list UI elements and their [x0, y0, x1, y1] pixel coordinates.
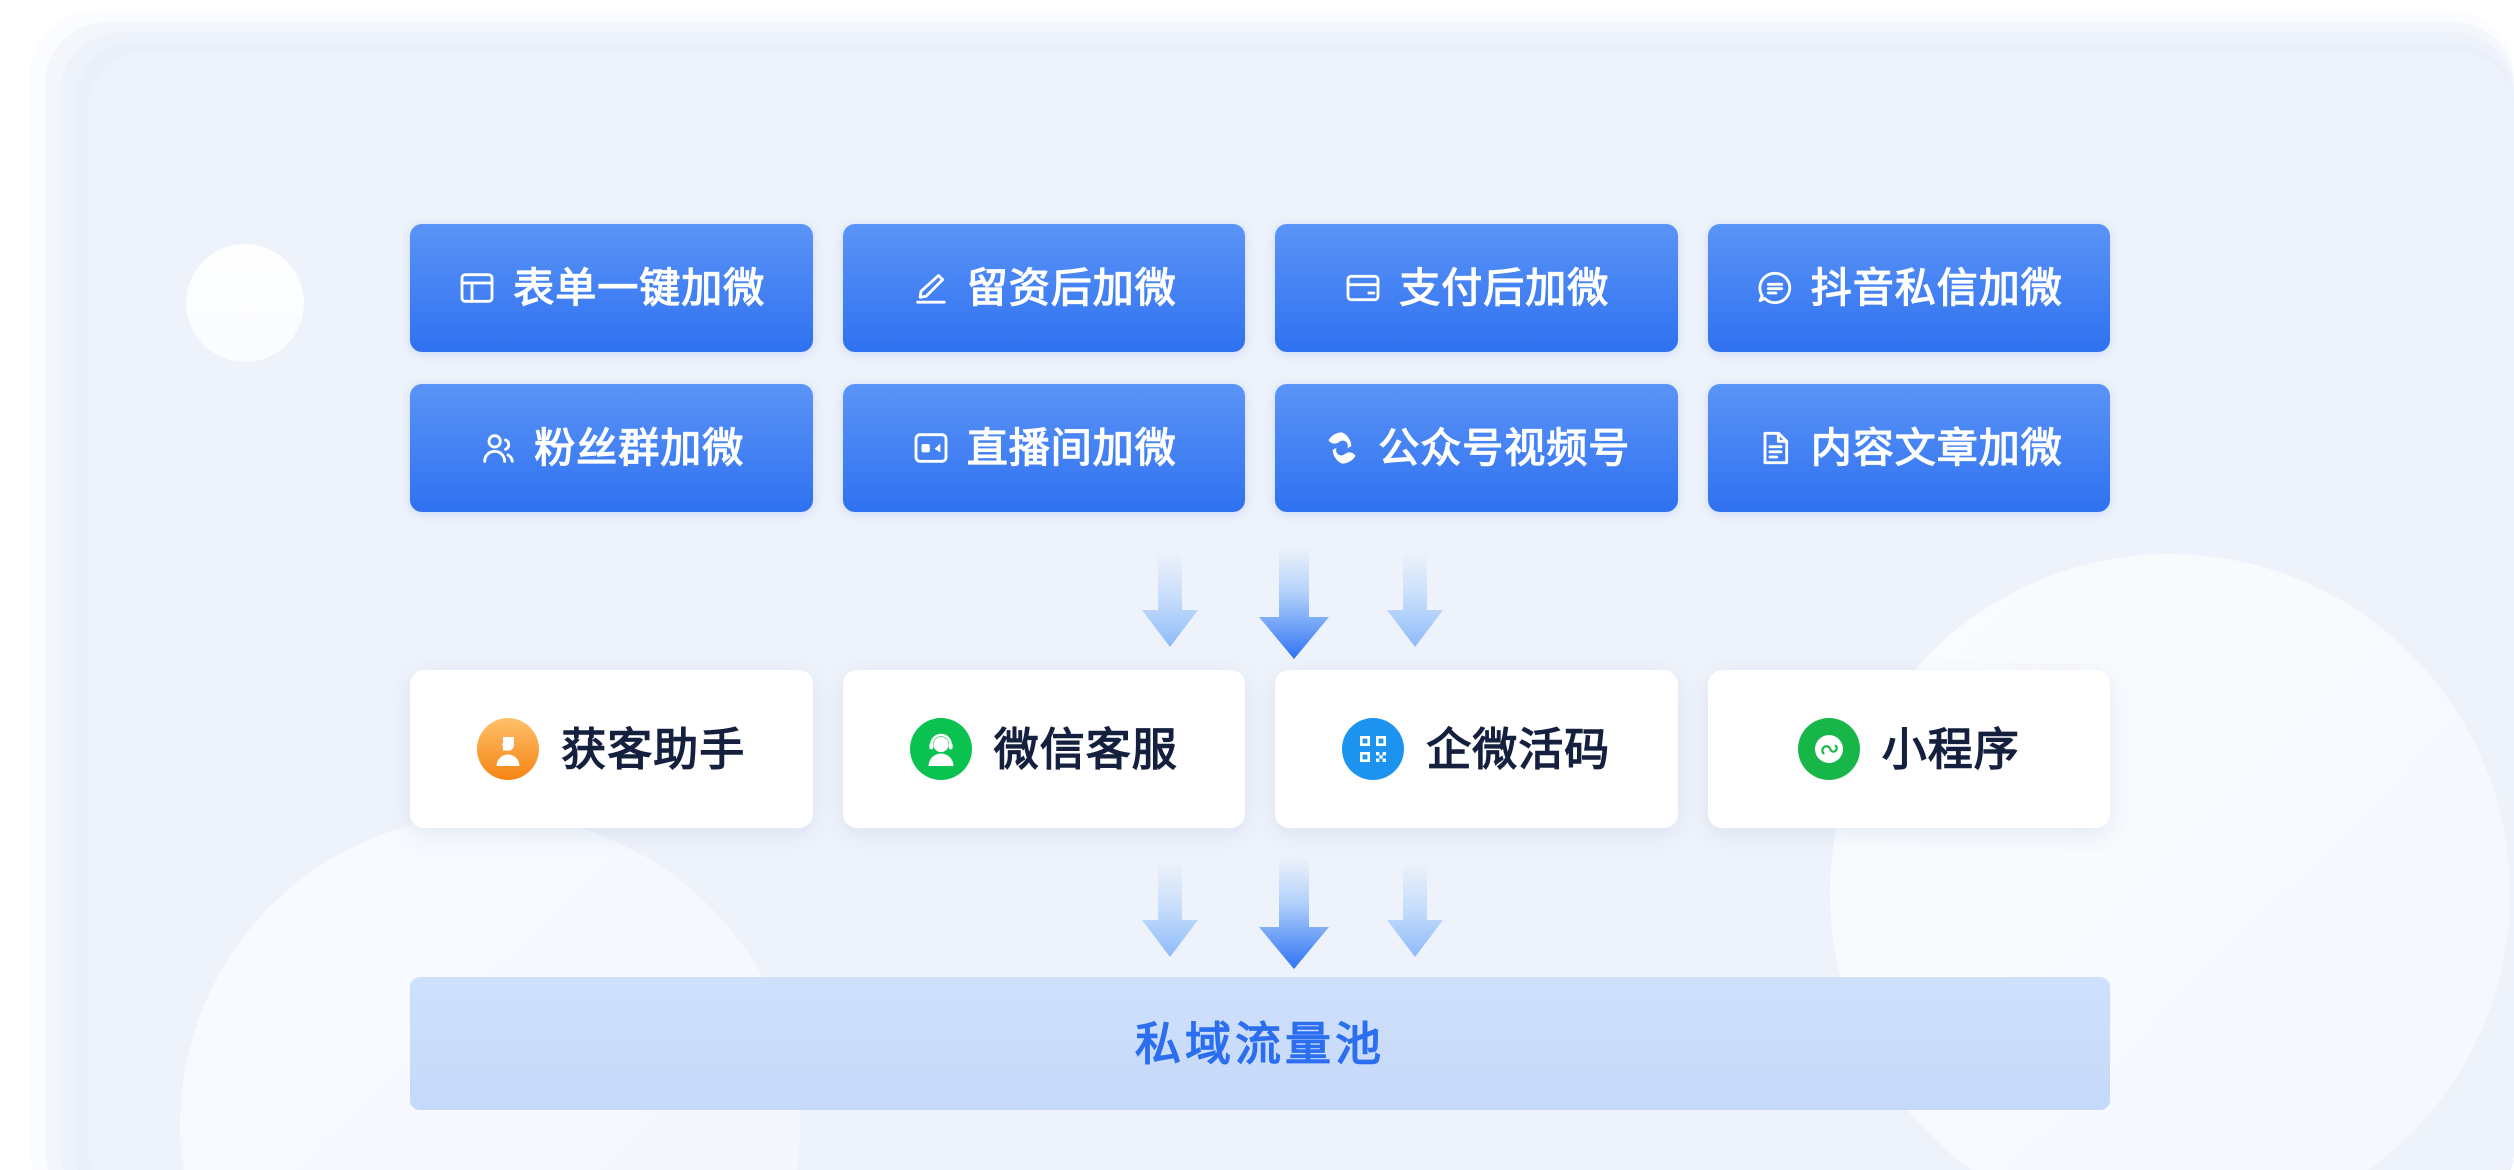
channel-label: 支付后加微 [1399, 264, 1610, 311]
channel-button-lead[interactable]: 留资后加微 [842, 224, 1245, 352]
channel-button-livestream[interactable]: 直播间加微 [842, 384, 1245, 512]
channel-label: 直播间加微 [966, 424, 1177, 471]
green-miniprogram-icon [1797, 718, 1860, 780]
private-traffic-pool-bar: 私域流量池 [410, 977, 2110, 1110]
channel-button-official-account[interactable]: 公众号视频号 [1275, 384, 1678, 512]
credit-card-icon [1346, 274, 1380, 302]
channel-button-fan-group[interactable]: 粉丝群加微 [410, 384, 813, 512]
tool-card-label: 获客助手 [561, 723, 746, 775]
tool-card-row: 获客助手 微信客服 [410, 670, 2110, 828]
channel-button-form[interactable]: 表单一键加微 [410, 224, 813, 352]
tool-card-miniprogram[interactable]: 小程序 [1707, 670, 2110, 828]
blue-qr-code-icon [1342, 718, 1405, 780]
pool-label: 私域流量池 [1135, 1017, 1385, 1070]
arrow-down-icon [1142, 552, 1198, 647]
video-camera-icon [914, 433, 948, 463]
tool-card-label: 小程序 [1881, 723, 2020, 775]
tool-card-acquisition-assistant[interactable]: 获客助手 [410, 670, 813, 828]
arrow-down-icon [1387, 862, 1443, 957]
arrow-down-icon [1259, 857, 1329, 969]
tool-card-label: 企微活码 [1426, 723, 1611, 775]
diagram-stage: 表单一键加微 留资后加微 支付后加微 [88, 52, 2514, 1170]
channel-label: 表单一键加微 [513, 264, 766, 311]
channel-button-payment[interactable]: 支付后加微 [1275, 224, 1678, 352]
green-headset-agent-icon [909, 718, 972, 780]
user-group-icon [483, 434, 514, 463]
tool-card-wechat-service[interactable]: 微信客服 [842, 670, 1245, 828]
tool-card-label: 微信客服 [993, 723, 1178, 775]
channel-button-douyin-dm[interactable]: 抖音私信加微 [1707, 224, 2110, 352]
orange-person-badge-icon [477, 718, 540, 780]
flow-arrows-group-2 [410, 857, 2110, 969]
arrow-down-icon [1142, 862, 1198, 957]
channel-button-article[interactable]: 内容文章加微 [1707, 384, 2110, 512]
channel-row-2: 粉丝群加微 直播间加微 公众号视频号 [410, 384, 2110, 512]
pencil-edit-icon [916, 274, 946, 304]
channel-row-1: 表单一键加微 留资后加微 支付后加微 [410, 224, 2110, 352]
arrow-down-icon [1259, 547, 1329, 659]
arrow-down-icon [1387, 552, 1443, 647]
tool-card-qiwei-qrcode[interactable]: 企微活码 [1275, 670, 1678, 828]
sync-circle-icon [1328, 432, 1356, 464]
channel-label: 公众号视频号 [1378, 424, 1631, 471]
document-lines-icon [1763, 431, 1788, 465]
channel-label: 抖音私信加微 [1810, 264, 2063, 311]
channel-label: 留资后加微 [966, 264, 1177, 311]
channel-label: 内容文章加微 [1810, 424, 2063, 471]
chat-message-icon [1758, 271, 1791, 305]
diagram-content: 表单一键加微 留资后加微 支付后加微 [88, 52, 2514, 1170]
flow-arrows-group-1 [410, 547, 2110, 659]
form-layout-icon [460, 273, 494, 303]
channel-label: 粉丝群加微 [534, 424, 745, 471]
